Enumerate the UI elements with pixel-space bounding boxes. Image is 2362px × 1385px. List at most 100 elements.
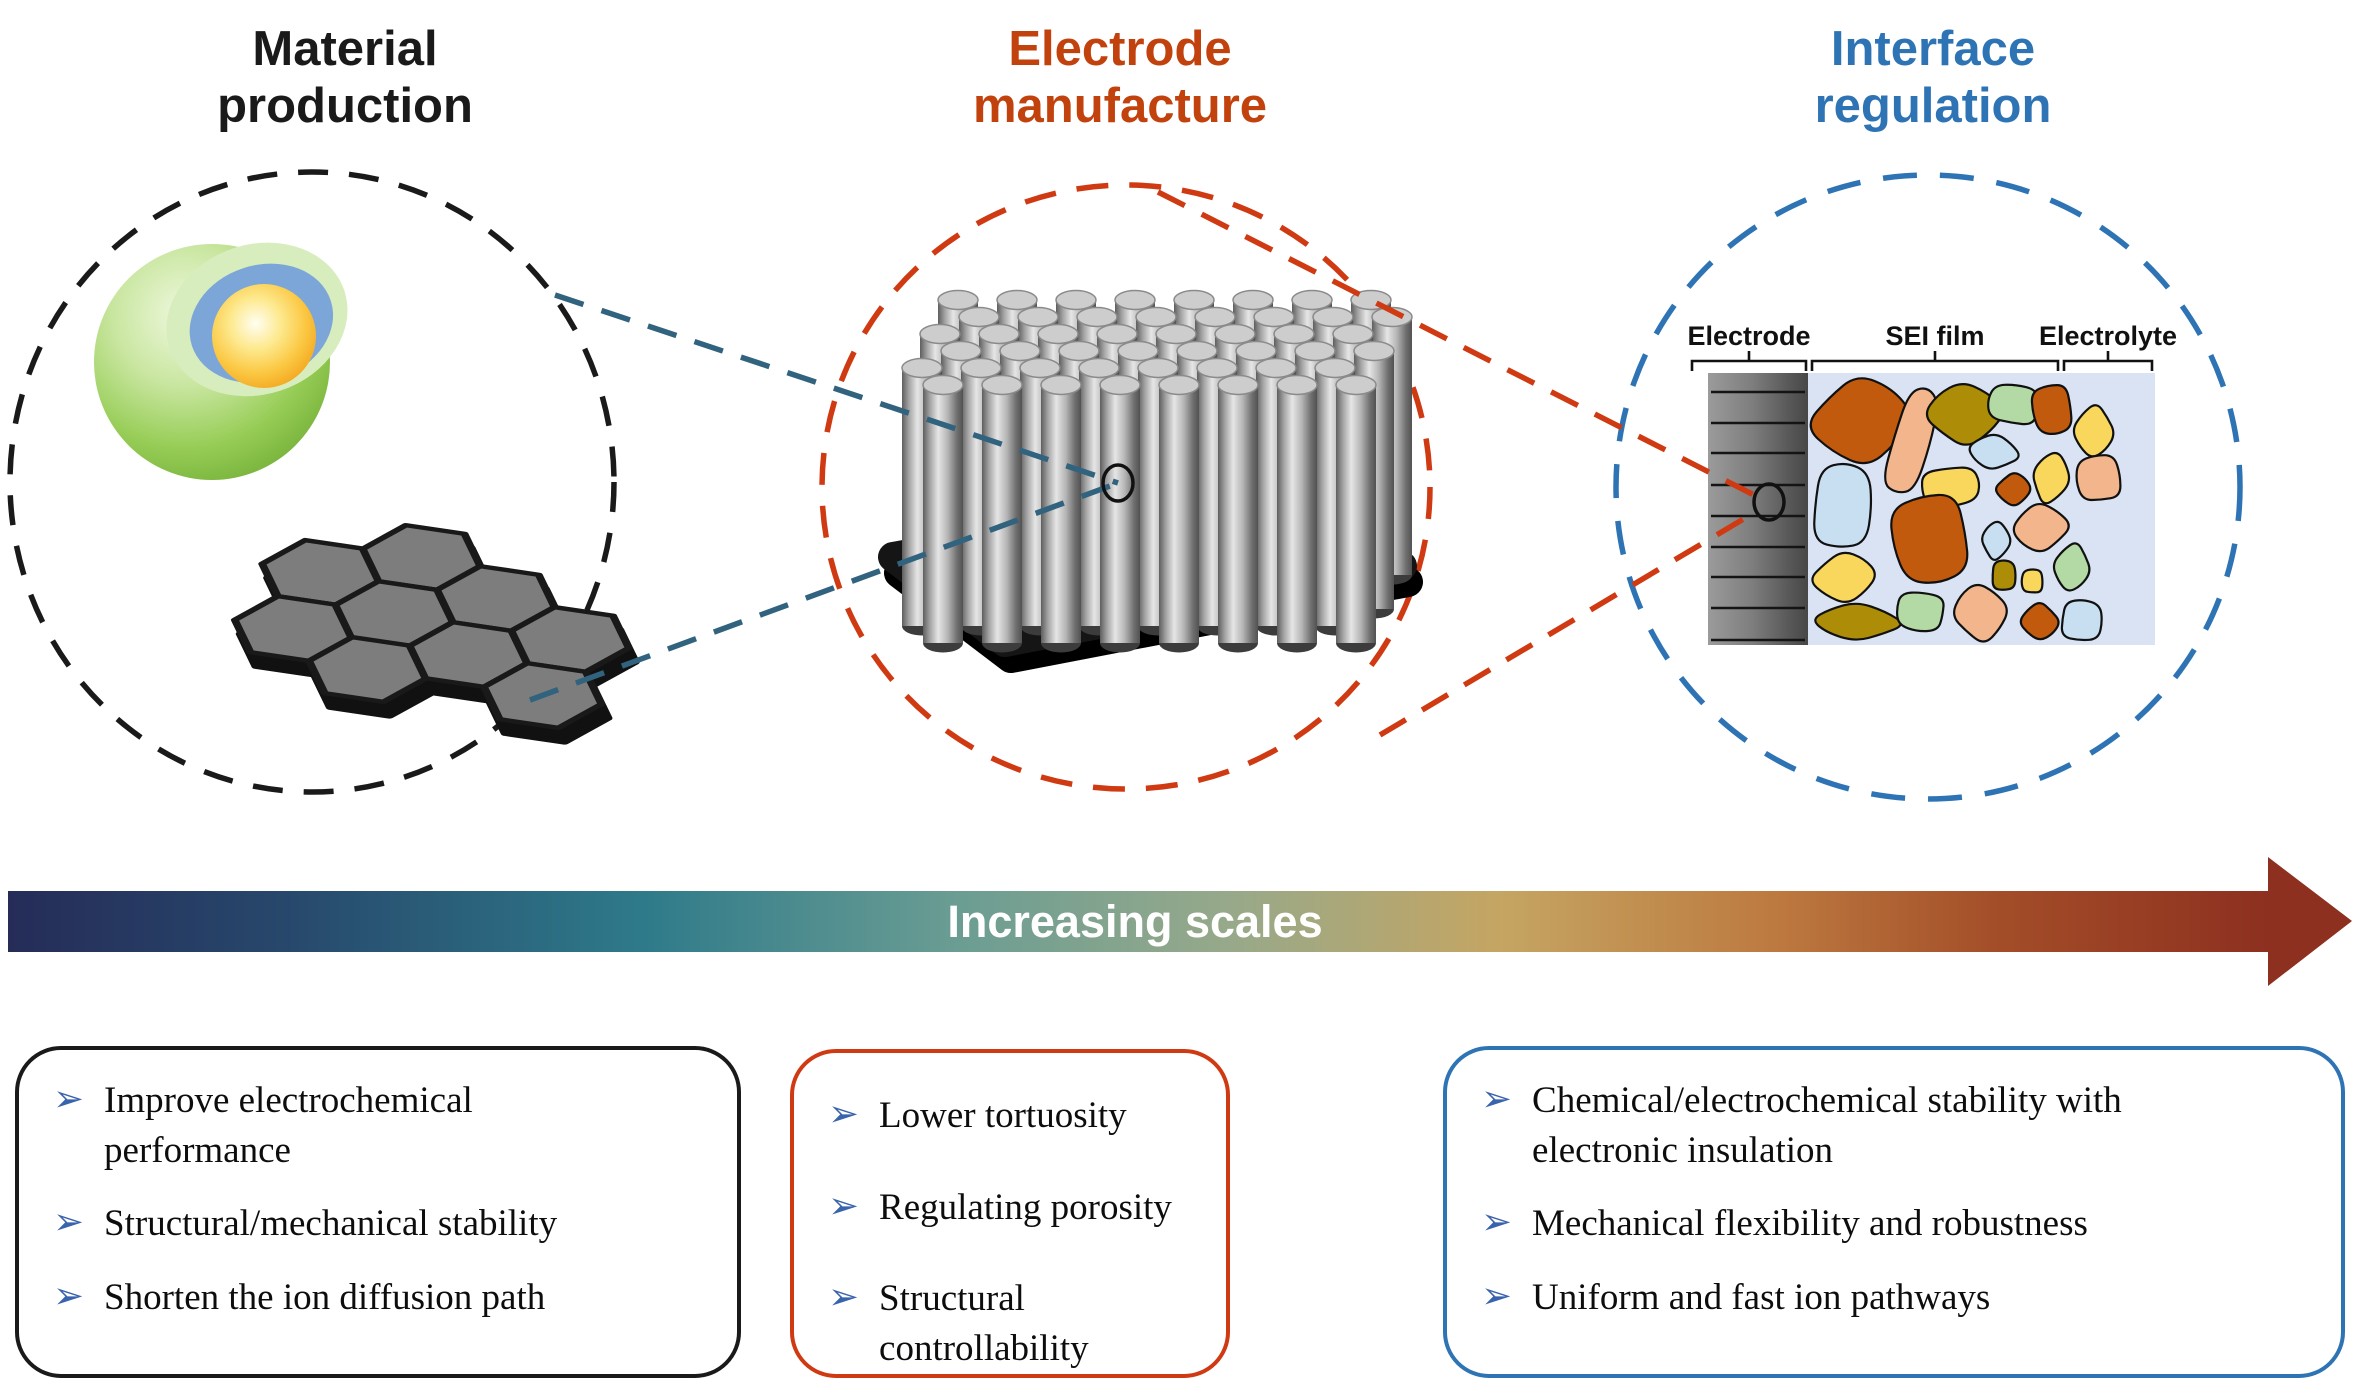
list-item: ➢ Shorten the ion diffusion path [53, 1273, 713, 1323]
goal-text: Chemical/electrochemical stability with … [1532, 1080, 2122, 1171]
electrode-goals-list: ➢ Lower tortuosity ➢ Regulating porosity… [794, 1053, 1226, 1373]
electrode-goals-box: ➢ Lower tortuosity ➢ Regulating porosity… [790, 1049, 1230, 1378]
interface-stage-circle [1613, 172, 2243, 802]
title-interface-line2: regulation [1815, 79, 2052, 133]
pillar [1335, 374, 1377, 653]
sei-grain [2019, 602, 2060, 641]
arrow-bullet-icon: ➢ [1481, 1077, 1513, 1120]
sei-grain [1953, 583, 2008, 643]
pillar [1158, 374, 1200, 653]
title-material-line2: production [217, 79, 473, 133]
electrode-stage-circle [819, 182, 1433, 792]
material-goals-list: ➢ Improve electrochemical performance ➢ … [19, 1050, 737, 1322]
list-item: ➢ Uniform and fast ion pathways [1481, 1273, 2317, 1323]
sei-grain [1814, 602, 1902, 641]
material-goals-box: ➢ Improve electrochemical performance ➢ … [15, 1046, 741, 1378]
sei-film-grains [1809, 377, 2122, 643]
goal-text: Uniform and fast ion pathways [1532, 1276, 1991, 1318]
goal-text: Shorten the ion diffusion path [104, 1276, 546, 1318]
sei-grain [2052, 542, 2091, 592]
sei-grain [1987, 383, 2040, 426]
red-connector-upper [1156, 189, 1758, 499]
sei-grain [2032, 451, 2071, 505]
electrode-bracket [1690, 359, 1808, 371]
list-item: ➢ Regulating porosity [828, 1183, 1202, 1233]
pillar [922, 374, 964, 653]
sheet-tiles [230, 523, 633, 731]
title-electrode-line1: Electrode [1008, 22, 1231, 76]
pillar-array [901, 289, 1413, 653]
core-shell-particle [94, 242, 348, 480]
blue-connector-upper [554, 292, 1119, 486]
scale-arrow: Increasing scales [8, 857, 2352, 986]
particle-core [212, 284, 316, 388]
list-item: ➢ Mechanical flexibility and robustness [1481, 1199, 2317, 1249]
electrode-label: Electrode [1687, 321, 1810, 351]
sei-grain [1925, 383, 2004, 446]
arrow-bullet-icon: ➢ [53, 1273, 85, 1317]
arrow-bullet-icon: ➢ [53, 1200, 85, 1244]
sei-grain [2060, 599, 2103, 642]
title-material-production: Material production [217, 22, 473, 133]
arrow-bullet-icon: ➢ [828, 1275, 860, 1319]
hexagonal-sheet [230, 523, 640, 745]
interface-goals-list: ➢ Chemical/electrochemical stability wit… [1447, 1050, 2341, 1322]
pillar [1099, 374, 1141, 653]
goal-text: Lower tortuosity [879, 1095, 1127, 1136]
title-material-line1: Material [252, 22, 437, 76]
red-connectors [1156, 189, 1759, 738]
sei-interface-panel: Electrode SEI film Electrolyte [1687, 321, 2177, 645]
list-item: ➢ Structural/mechanical stability [53, 1199, 713, 1249]
list-item: ➢ Improve electrochemical performance [53, 1076, 713, 1175]
red-connector-lower [1378, 508, 1759, 738]
zoom-marker-pillars [1101, 463, 1135, 503]
blue-connector-lower [529, 480, 1119, 703]
material-stage-circle [7, 169, 617, 795]
arrow-bullet-icon: ➢ [828, 1183, 860, 1227]
arrow-bullet-icon: ➢ [1481, 1200, 1513, 1244]
arrow-bullet-icon: ➢ [53, 1077, 85, 1120]
pillar [1040, 374, 1082, 653]
pillar [1217, 374, 1259, 653]
arrow-bullet-icon: ➢ [1481, 1273, 1513, 1317]
sei-grain [1890, 493, 1969, 584]
list-item: ➢ Chemical/electrochemical stability wit… [1481, 1076, 2317, 1175]
sei-bracket [1810, 359, 2060, 371]
list-item: ➢ Lower tortuosity [828, 1091, 1202, 1141]
sei-grain [1813, 462, 1873, 548]
pillar-electrode [878, 289, 1423, 673]
goal-text: Regulating porosity [879, 1186, 1172, 1228]
title-interface-regulation: Interface regulation [1815, 22, 2052, 133]
blue-connectors [529, 292, 1119, 703]
goal-text: Improve electrochemical performance [104, 1080, 473, 1171]
scale-arrow-label: Increasing scales [947, 896, 1322, 947]
scale-arrow-body [8, 891, 2270, 952]
sei-grain [1981, 520, 2012, 561]
sei-grain [1896, 591, 1945, 633]
sei-grain [2030, 383, 2073, 435]
scale-arrow-head [2268, 857, 2352, 986]
panel-brackets [1690, 351, 2154, 371]
sei-grain [1811, 551, 1876, 603]
sei-grain [2012, 502, 2070, 553]
sei-grain [2020, 568, 2044, 594]
arrow-bullet-icon: ➢ [828, 1092, 860, 1135]
electrolyte-bracket [2062, 359, 2154, 371]
title-electrode-line2: manufacture [973, 79, 1267, 133]
title-electrode-manufacture: Electrode manufacture [973, 22, 1267, 133]
interface-goals-box: ➢ Chemical/electrochemical stability wit… [1443, 1046, 2345, 1378]
sei-grain [2072, 404, 2115, 458]
electrolyte-label: Electrolyte [2039, 321, 2177, 351]
list-item: ➢ Structural controllability [828, 1274, 1202, 1373]
pillar [981, 374, 1023, 653]
electrode-strip [1708, 373, 1808, 645]
zoom-marker-electrode [1752, 482, 1786, 522]
goal-text: Structural controllability [879, 1278, 1089, 1369]
diagram-svg: Material production Electrode manufactur… [7, 22, 2352, 986]
sei-grain [2075, 454, 2122, 502]
sei-film-label: SEI film [1885, 321, 1984, 351]
sei-grain [1884, 387, 1938, 494]
pillar [1276, 374, 1318, 653]
goal-text: Structural/mechanical stability [104, 1203, 558, 1245]
